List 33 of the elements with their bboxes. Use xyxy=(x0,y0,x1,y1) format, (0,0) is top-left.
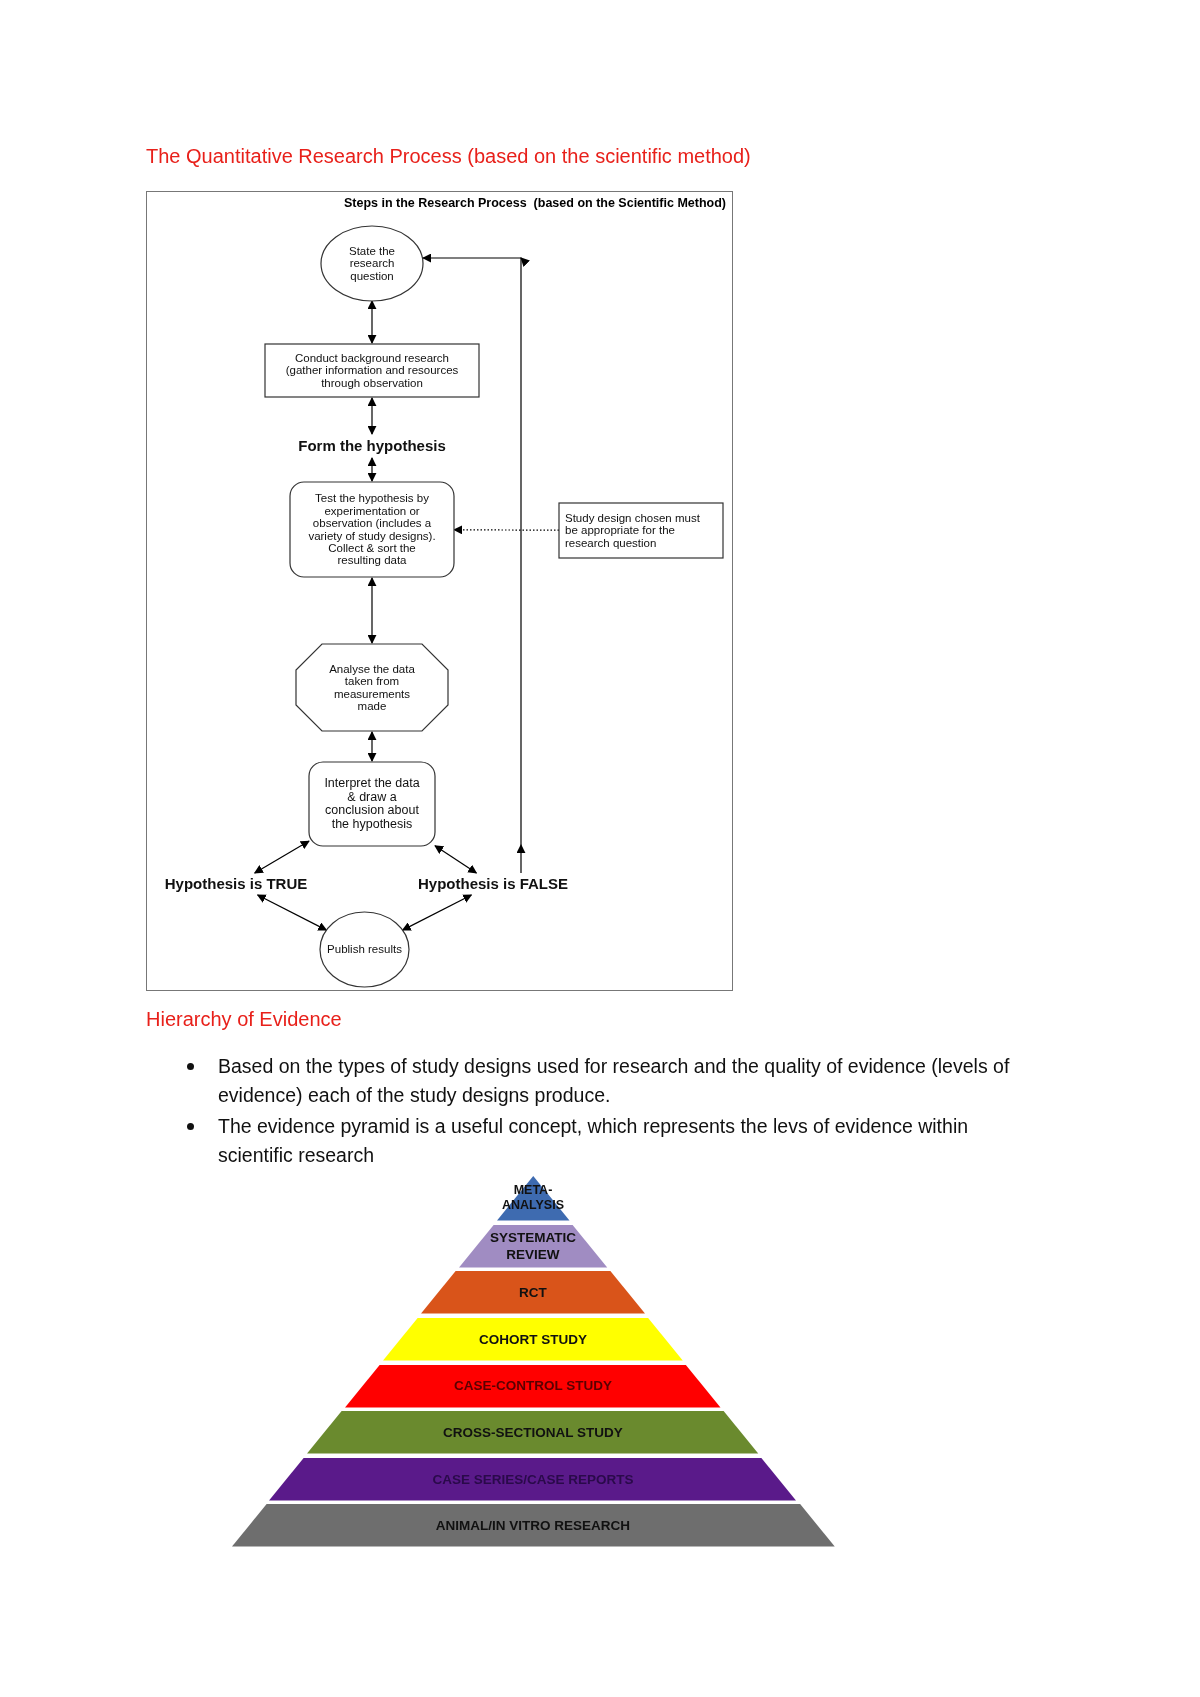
pyramid-layer: CASE-CONTROL STUDY xyxy=(345,1364,721,1408)
process-box: Interpret the data & draw a conclusion about the hypothesis xyxy=(309,762,435,846)
outcome-label: Hypothesis is FALSE xyxy=(402,874,584,894)
double-arrow xyxy=(401,894,473,931)
double-arrow xyxy=(367,731,377,762)
process-box: Test the hypothesis by experimentation or observation (includes a variety of study designs). Collect & sort the resulting data xyxy=(290,482,454,577)
arrow xyxy=(422,254,530,874)
start-ellipse: State the research question xyxy=(321,226,423,301)
pyramid-layer: SYSTEMATIC REVIEW xyxy=(458,1224,608,1268)
double-arrow xyxy=(367,300,377,344)
end-circle: Publish results xyxy=(320,912,409,987)
pyramid-layer: CASE SERIES/CASE REPORTS xyxy=(269,1457,797,1501)
bullet-text: Based on the types of study designs used for research and the quality of evidence (levels of evidence) each of the study designs produce. xyxy=(218,1054,1011,1108)
double-arrow xyxy=(434,845,478,874)
double-arrow xyxy=(256,894,328,931)
double-arrow xyxy=(367,397,377,435)
process-box: Conduct background research (gather information and resources through observation xyxy=(265,344,479,397)
diagram-heading: Steps in the Research Process (based on the Scientific Method) xyxy=(343,196,726,210)
pyramid-layer: ANIMAL/IN VITRO RESEARCH xyxy=(231,1504,835,1547)
double-arrow xyxy=(253,840,310,874)
process-octagon: Analyse the data taken from measurements made xyxy=(296,644,448,731)
outcome-label: Hypothesis is TRUE xyxy=(151,874,321,894)
diagram-frame xyxy=(146,191,733,991)
step-label: Form the hypothesis xyxy=(272,435,472,457)
note-box: Study design chosen must be appropriate for the research question xyxy=(559,503,723,558)
pyramid-layer: CROSS-SECTIONAL STUDY xyxy=(307,1411,759,1454)
pyramid-layer: COHORT STUDY xyxy=(383,1317,683,1361)
double-arrow xyxy=(367,577,377,644)
page-heading: The Quantitative Research Process (based on the scientific method) xyxy=(146,145,751,168)
double-arrow xyxy=(367,457,377,482)
pyramid-layer: RCT xyxy=(421,1271,645,1314)
section-heading: Hierarchy of Evidence xyxy=(146,1008,342,1031)
bullet-text: The evidence pyramid is a useful concept, which represents the levs of evidence within scientific research xyxy=(218,1114,970,1168)
